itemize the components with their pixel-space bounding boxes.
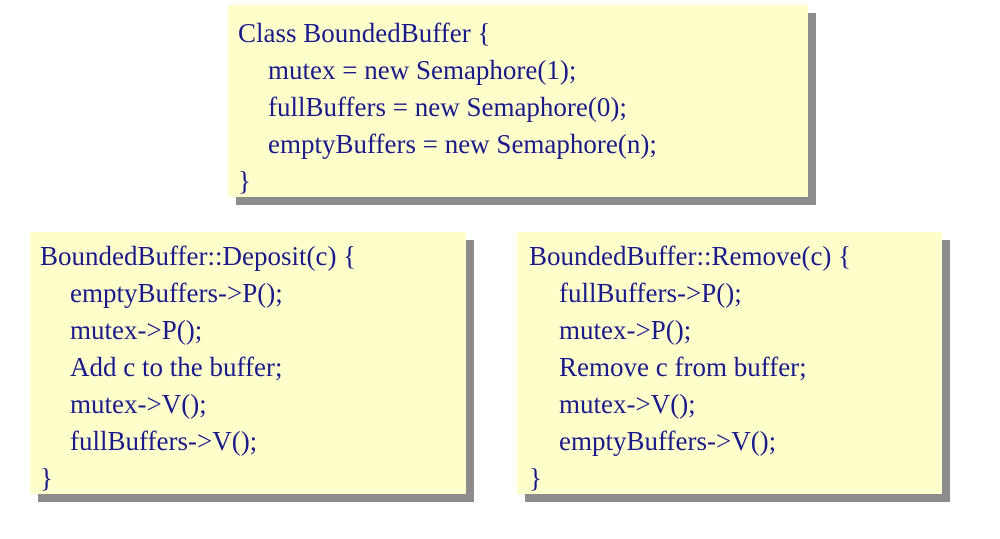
remove-method-box: BoundedBuffer::Remove(c) { fullBuffers->… — [517, 232, 942, 494]
deposit-code-line: Add c to the buffer; — [70, 352, 283, 382]
remove-code-line: Remove c from buffer; — [559, 352, 807, 382]
remove-code-line: fullBuffers->P(); — [559, 278, 742, 308]
remove-code-line: mutex->V(); — [559, 389, 696, 419]
deposit-header-line: BoundedBuffer::Deposit(c) { — [40, 241, 357, 271]
remove-header-line: BoundedBuffer::Remove(c) { — [529, 241, 852, 271]
remove-code-line: emptyBuffers->V(); — [559, 426, 777, 456]
fullbuffers-init-line: fullBuffers = new Semaphore(0); — [268, 92, 627, 122]
deposit-closing-brace: } — [40, 463, 53, 493]
class-closing-brace: } — [238, 166, 251, 196]
emptybuffers-init-line: emptyBuffers = new Semaphore(n); — [268, 129, 657, 159]
deposit-code-line: emptyBuffers->P(); — [70, 278, 283, 308]
class-definition-box: Class BoundedBuffer { mutex = new Semaph… — [228, 5, 808, 197]
deposit-code-line: mutex->P(); — [70, 315, 203, 345]
deposit-code-line: fullBuffers->V(); — [70, 426, 258, 456]
remove-code-line: mutex->P(); — [559, 315, 692, 345]
mutex-init-line: mutex = new Semaphore(1); — [268, 55, 577, 85]
deposit-code-line: mutex->V(); — [70, 389, 207, 419]
deposit-method-box: BoundedBuffer::Deposit(c) { emptyBuffers… — [30, 232, 466, 494]
class-header-line: Class BoundedBuffer { — [238, 18, 491, 48]
remove-closing-brace: } — [529, 463, 542, 493]
